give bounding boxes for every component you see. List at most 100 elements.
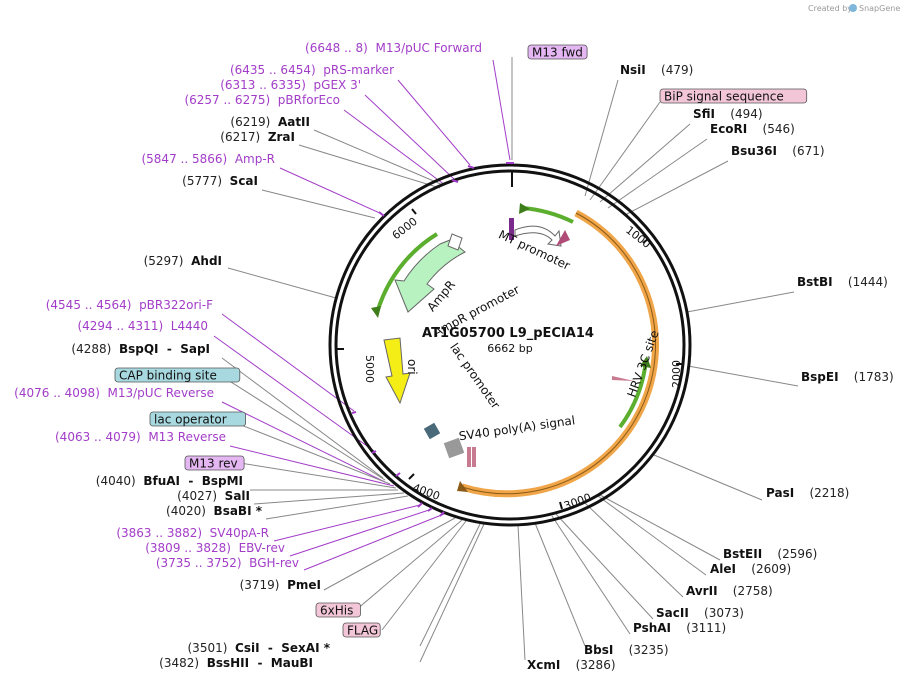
cds-arrowhead-icon xyxy=(457,481,468,492)
leader-line xyxy=(687,365,799,387)
leader-line xyxy=(397,79,471,166)
primer-label: (6648 .. 8) M13/pUC Forward xyxy=(305,41,482,55)
label-amp-r: (5847 .. 5866) Amp-R xyxy=(141,152,275,166)
feature-box-label: 6xHis xyxy=(320,604,353,618)
leader-line xyxy=(599,494,721,561)
label-aatii: (6219) AatII xyxy=(230,115,310,129)
label-m13-fwd: M13 fwd xyxy=(527,44,588,60)
feature-box-label: FLAG xyxy=(347,624,378,638)
leader-line xyxy=(584,502,684,598)
label-csii: (3501) CsiI - SexAI * xyxy=(188,641,331,655)
site-label: BstEII (2596) xyxy=(723,547,817,561)
leader-line xyxy=(221,357,384,479)
plasmid-name: AT1G05700 L9_pECIA14 xyxy=(422,326,594,341)
label-nsii: NsiI (479) xyxy=(620,63,693,77)
leader-line xyxy=(555,513,654,620)
feature-box xyxy=(342,622,381,638)
label-l4440: (4294 .. 4311) L4440 xyxy=(77,319,208,333)
label-bip-signal-sequence: BiP signal sequence xyxy=(659,88,808,104)
lac-feature xyxy=(423,422,441,440)
feature-box xyxy=(659,88,808,104)
leader-line xyxy=(381,520,467,631)
green-arc-left xyxy=(375,232,439,314)
label-bspqi: (4288) BspQI - SapI xyxy=(71,342,210,356)
site-label: XcmI (3286) xyxy=(527,658,616,672)
site-label: SfiI (494) xyxy=(693,107,763,121)
leader-line xyxy=(227,267,337,299)
label-flag: FLAG xyxy=(342,622,381,638)
leader-line xyxy=(534,522,586,647)
leader-line xyxy=(265,495,409,520)
label-bstbi: BstBI (1444) xyxy=(797,275,888,289)
label-ori: ori xyxy=(405,359,419,375)
label-mt-promoter: MT promoter xyxy=(496,227,572,272)
primer-label: (4076 .. 4098) M13/pUC Reverse xyxy=(14,386,214,400)
feature-box-label: lac operator xyxy=(154,413,227,427)
label-bsu36i: Bsu36I (671) xyxy=(731,144,825,158)
label-sacii: SacII (3073) xyxy=(656,606,744,620)
mt-promoter-feature xyxy=(514,225,562,247)
label-m13-reverse: (4063 .. 4079) M13 Reverse xyxy=(55,430,226,444)
label-ebv-rev: (3809 .. 3828) EBV-rev xyxy=(145,541,285,555)
site-label: BspEI (1783) xyxy=(801,370,894,384)
label-m13-rev: M13 rev xyxy=(184,455,245,471)
leader-line xyxy=(419,523,485,663)
label-pgex-3: (6313 .. 6335) pGEX 3' xyxy=(220,78,361,92)
site-label: (3501) CsiI - SexAI * xyxy=(188,641,331,655)
tick-5000: 5000 xyxy=(363,355,376,383)
sv40-box xyxy=(443,437,465,459)
cds-arc-edge xyxy=(461,212,657,495)
leader-line xyxy=(289,508,433,557)
label-pmei: (3719) PmeI xyxy=(240,578,321,592)
feature-box xyxy=(149,411,246,427)
primer-label: (6435 .. 6454) pRS-marker xyxy=(230,63,394,77)
plasmid-length: 6662 bp xyxy=(487,342,532,355)
label-bspei: BspEI (1783) xyxy=(801,370,894,384)
site-label: AleI (2609) xyxy=(710,562,791,576)
label-sali: (4027) SalI xyxy=(177,489,250,503)
his-mark xyxy=(472,447,476,467)
label-cap-binding-site: CAP binding site xyxy=(114,367,241,383)
label-bsabi: (4020) BsaBI * xyxy=(166,504,263,518)
leader-line xyxy=(219,374,386,481)
label-6xhis: 6xHis xyxy=(315,602,361,618)
primer-label: (4063 .. 4079) M13 Reverse xyxy=(55,430,226,444)
label-zrai: (6217) ZraI xyxy=(220,130,295,144)
credit-brand: SnapGene xyxy=(859,4,900,13)
label-sv40pa-r: (3863 .. 3882) SV40pA-R xyxy=(116,526,269,540)
label-bfuai: (4040) BfuAI - BspMI xyxy=(96,474,243,488)
label-bsteii: BstEII (2596) xyxy=(723,547,817,561)
leader-line xyxy=(624,160,729,216)
site-label: (5777) ScaI xyxy=(182,174,258,188)
leader-lines xyxy=(213,57,799,663)
primer-label: (4545 .. 4564) pBR322ori-F xyxy=(46,298,213,312)
backbone-outer xyxy=(328,163,692,527)
label-sfii: SfiI (494) xyxy=(693,107,763,121)
primer-label: (3735 .. 3752) BGH-rev xyxy=(156,556,299,570)
site-label: Bsu36I (671) xyxy=(731,144,825,158)
leader-line xyxy=(551,515,631,635)
label-ecori: EcoRI (546) xyxy=(710,122,795,136)
feature-box xyxy=(527,44,588,60)
label-prs-marker: (6435 .. 6454) pRS-marker xyxy=(230,63,394,77)
primer-label: (3809 .. 3828) EBV-rev xyxy=(145,541,285,555)
site-label: (5297) AhdI xyxy=(144,254,222,268)
site-label: (6217) ZraI xyxy=(220,130,295,144)
leader-line xyxy=(364,94,456,181)
label-pasi: PasI (2218) xyxy=(766,486,849,500)
bip-signal-mark xyxy=(509,218,514,240)
primer-marks xyxy=(351,162,514,517)
leader-line xyxy=(313,129,444,186)
green-arrow-right-icon xyxy=(640,356,651,368)
leader-line xyxy=(273,504,421,542)
leader-line xyxy=(419,523,481,647)
site-label: (3719) PmeI xyxy=(240,578,321,592)
label-ahdi: (5297) AhdI xyxy=(144,254,222,268)
primer-label: (3863 .. 3882) SV40pA-R xyxy=(116,526,269,540)
primer-label: (4294 .. 4311) L4440 xyxy=(77,319,208,333)
leader-line xyxy=(239,462,397,489)
leader-line xyxy=(225,418,391,485)
tick-2000: 2000 xyxy=(670,360,683,388)
feature-box-label: CAP binding site xyxy=(119,369,217,383)
